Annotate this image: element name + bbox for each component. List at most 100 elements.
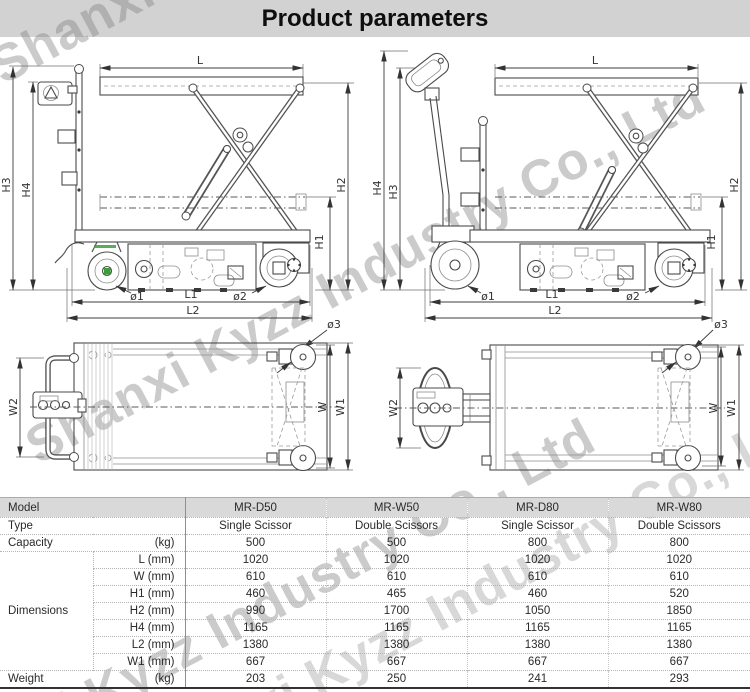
- cell: 460: [466, 585, 609, 603]
- dimensions-group-label: Dimensions: [0, 551, 93, 671]
- cell: 1380: [325, 636, 468, 654]
- dim-label-l2: L2: [186, 304, 199, 317]
- dim-label-dia1: ø1: [130, 290, 144, 303]
- row-weight: Weight (kg) 203 250 241 293: [0, 670, 750, 688]
- top-view-basic-drawing: W2 W W1: [7, 342, 353, 472]
- row-unit: W (mm): [92, 568, 186, 586]
- cell: 1020: [325, 551, 468, 569]
- col-header-mr-w80: MR-W80: [607, 497, 750, 518]
- cell: 1020: [607, 551, 750, 569]
- row-label-text: Capacity: [8, 537, 53, 549]
- cell: 500: [325, 534, 468, 552]
- cell: 610: [325, 568, 468, 586]
- row-dim-l2: L2 (mm) 1380 1380 1380 1380: [0, 636, 750, 654]
- side-view-basic-drawing: L H3 H4: [0, 54, 354, 349]
- cell: Single Scissor: [466, 517, 609, 535]
- base-frame: [74, 229, 311, 243]
- caster-wheels: [266, 343, 317, 472]
- row-unit: (kg): [154, 673, 175, 685]
- cell: 1050: [466, 602, 609, 620]
- row-unit: L2 (mm): [92, 636, 186, 654]
- scissor-mechanism: [181, 83, 305, 240]
- row-dim-w1: W1 (mm) 667 667 667 667: [0, 653, 750, 671]
- cell: 800: [466, 534, 609, 552]
- dim-label-l1: L1: [184, 288, 197, 301]
- rear-wheel: [654, 242, 705, 288]
- row-unit: W1 (mm): [92, 653, 186, 671]
- dim-label-l: L: [592, 54, 599, 67]
- dim-label-h4: H4: [20, 182, 33, 197]
- row-label: Weight (kg): [0, 670, 186, 688]
- cell: 1165: [466, 619, 609, 637]
- row-dim-h4: H4 (mm) 1165 1165 1165 1165: [0, 619, 750, 637]
- rear-wheel: [259, 242, 310, 288]
- top-view-tiller-drawing: W2 W W1: [387, 343, 744, 472]
- technical-drawings: L H3 H4: [0, 50, 747, 472]
- dim-label-dia3: ø3: [327, 318, 341, 331]
- dim-label-w: W: [707, 402, 720, 413]
- spec-table: Model MR-D50 MR-W50 MR-D80 MR-W80 Type S…: [0, 497, 750, 689]
- cell: 1380: [607, 636, 750, 654]
- cell: 460: [184, 585, 327, 603]
- cell: 1020: [184, 551, 327, 569]
- table-header-row: Model MR-D50 MR-W50 MR-D80 MR-W80: [0, 497, 750, 518]
- control-head: [412, 387, 464, 427]
- platform: [494, 77, 699, 96]
- dim-label-h2: H2: [335, 177, 348, 192]
- cell: 250: [325, 670, 468, 688]
- row-capacity: Capacity (kg) 500 500 800 800: [0, 534, 750, 552]
- dim-label-l: L: [197, 54, 204, 67]
- cell: 293: [607, 670, 750, 688]
- title-bar: Product parameters: [0, 0, 750, 37]
- cell: Double Scissors: [325, 517, 468, 535]
- col-header-model: Model: [0, 497, 186, 518]
- row-label-text: Weight: [8, 673, 44, 685]
- row-type: Type Single Scissor Double Scissors Sing…: [0, 517, 750, 535]
- dim-label-dia2: ø2: [626, 290, 640, 303]
- equipment-box: [127, 243, 257, 291]
- cell: 1380: [466, 636, 609, 654]
- cell: 667: [184, 653, 327, 671]
- row-label: Capacity (kg): [0, 534, 186, 552]
- triangle-logo-icon: [44, 85, 58, 99]
- cell: 1700: [325, 602, 468, 620]
- row-unit: L (mm): [92, 551, 186, 569]
- cell: 1020: [466, 551, 609, 569]
- row-label: Type: [0, 517, 186, 535]
- cell: 1165: [325, 619, 468, 637]
- row-dim-h2: H2 (mm) 990 1700 1050 1850: [0, 602, 750, 620]
- cell: 1850: [607, 602, 750, 620]
- row-dim-l: Dimensions L (mm) 1020 1020 1020 1020: [0, 551, 750, 671]
- cell: 465: [325, 585, 468, 603]
- cell: 1165: [607, 619, 750, 637]
- page-title: Product parameters: [261, 4, 489, 32]
- equipment-box: [519, 243, 646, 291]
- scissor-mechanism: [576, 83, 698, 240]
- cell: 800: [607, 534, 750, 552]
- base-frame: [469, 229, 711, 243]
- dim-label-h3: H3: [387, 184, 400, 199]
- col-header-mr-w50: MR-W50: [325, 497, 468, 518]
- dim-label-w: W: [316, 401, 329, 412]
- row-unit: H4 (mm): [92, 619, 186, 637]
- row-dim-w: W (mm) 610 610 610 610: [0, 568, 750, 586]
- dim-label-dia3: ø3: [714, 318, 728, 331]
- cell: 990: [184, 602, 327, 620]
- cell: 203: [184, 670, 327, 688]
- dim-label-h4: H4: [371, 180, 384, 195]
- row-unit: H1 (mm): [92, 585, 186, 603]
- cell: 667: [325, 653, 468, 671]
- dim-label-l1: L1: [545, 288, 558, 301]
- cell: 667: [466, 653, 609, 671]
- cell: 610: [184, 568, 327, 586]
- front-wheel: [430, 240, 480, 290]
- cell: 241: [466, 670, 609, 688]
- dim-label-w1: W1: [334, 398, 347, 416]
- dim-label-dia1: ø1: [481, 290, 495, 303]
- dim-label-dia2: ø2: [233, 290, 247, 303]
- tiller-handle: [405, 52, 450, 93]
- cell: 500: [184, 534, 327, 552]
- row-unit: (kg): [154, 537, 175, 549]
- dim-label-h1: H1: [313, 234, 326, 249]
